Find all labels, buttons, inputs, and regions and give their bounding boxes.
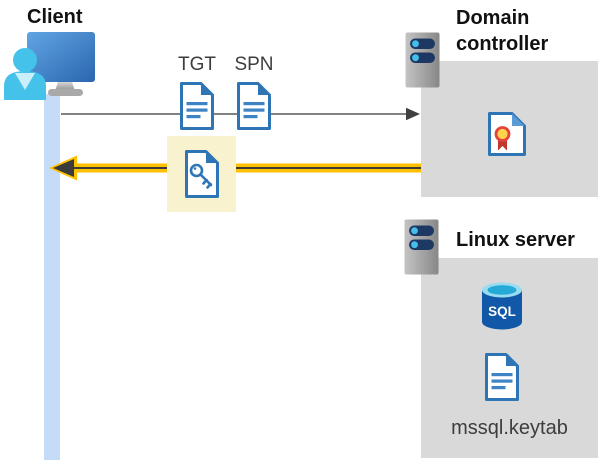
spn-document-icon (237, 82, 271, 130)
certificate-icon (488, 112, 526, 156)
domain-controller-title: Domain controller (456, 7, 549, 55)
tgt-label: TGT (178, 54, 216, 75)
client-title: Client (27, 6, 83, 28)
domain-controller-server-icon (405, 32, 440, 88)
keytab-filename-label: mssql.keytab (451, 417, 568, 439)
request-arrow (61, 107, 420, 121)
sql-icon-label: SQL (488, 304, 516, 319)
tgt-document-icon (180, 82, 214, 130)
response-arrow-highlighted (49, 155, 421, 181)
spn-label: SPN (234, 54, 274, 75)
ticket-key-document-icon (185, 150, 219, 198)
client-lifeline-bar (44, 94, 60, 460)
keytab-document-icon (485, 353, 519, 401)
client-user-at-monitor-icon (4, 32, 95, 100)
linux-server-title: Linux server (456, 229, 575, 251)
sql-database-icon: SQL (482, 282, 522, 330)
linux-server-server-icon (404, 219, 439, 275)
